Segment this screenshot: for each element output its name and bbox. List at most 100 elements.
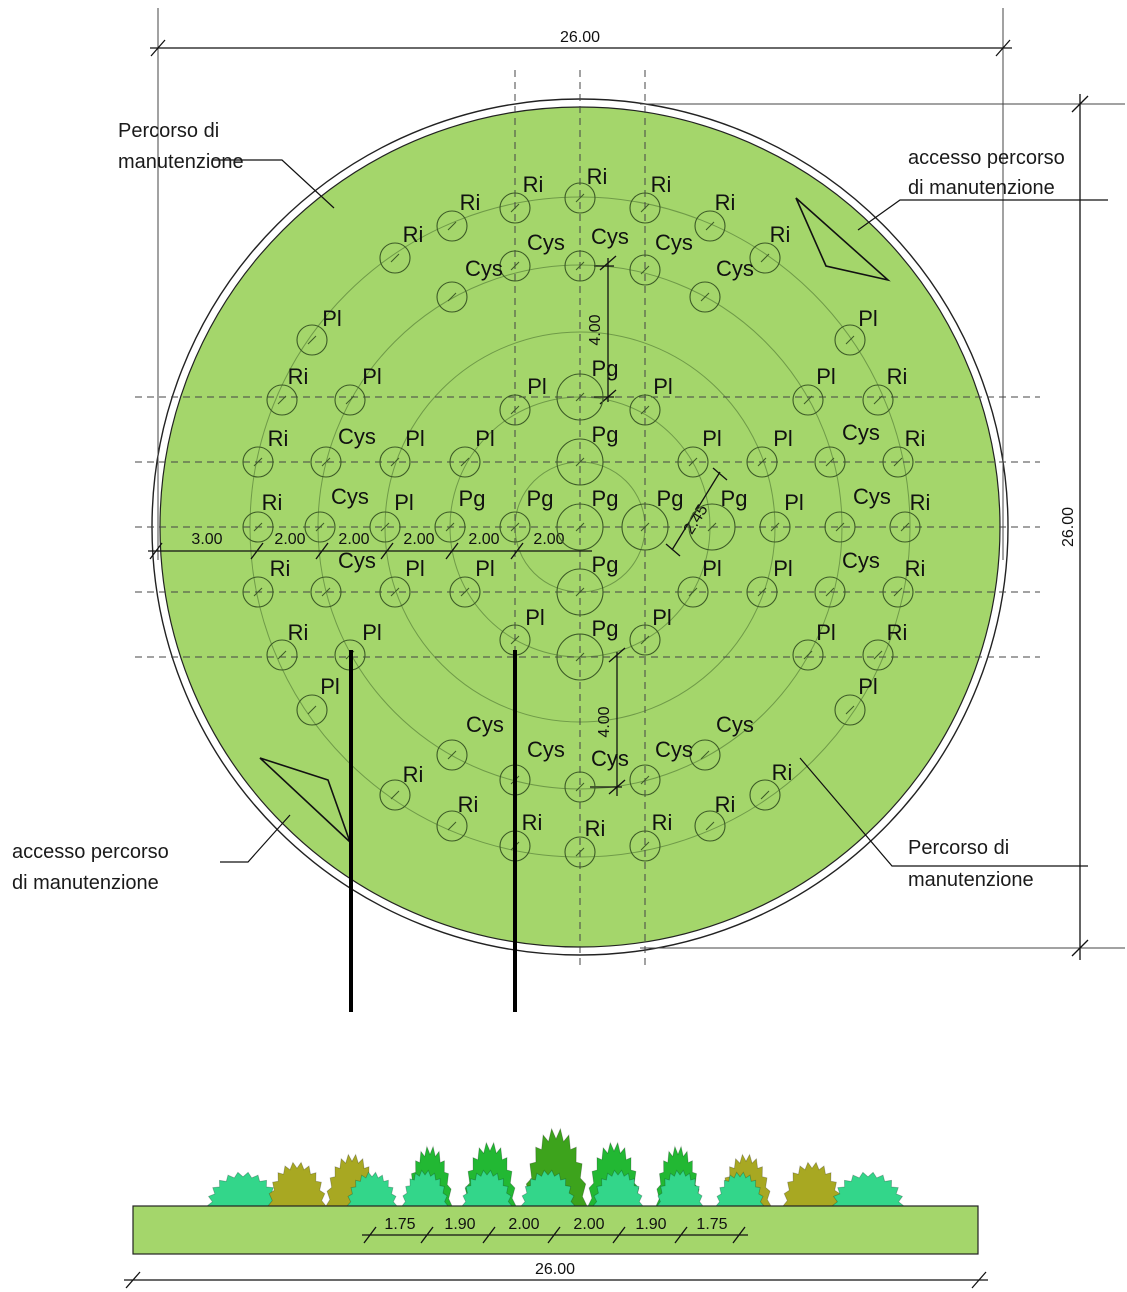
plant-circle-pl	[449, 576, 481, 608]
plant-center-mark	[390, 457, 400, 467]
plant-label-ri: Ri	[587, 164, 608, 189]
plant-circle-pg	[434, 511, 466, 543]
plant-label-pl: Pl	[702, 556, 722, 581]
plant-label-pg: Pg	[592, 616, 619, 641]
plant-label-pg: Pg	[592, 422, 619, 447]
plant-center-mark	[825, 457, 835, 467]
plant-label-cys: Cys	[527, 230, 565, 255]
access-triangle-bottom-left	[259, 757, 351, 843]
plant-label-cys: Cys	[591, 224, 629, 249]
plant-circle-ri	[749, 779, 781, 811]
plant-circle-pg	[556, 438, 604, 486]
shrub-ri	[401, 1169, 449, 1207]
plant-label-cys: Cys	[842, 548, 880, 573]
hdim-2-00-a: 2.00	[274, 531, 305, 548]
plant-label-pl: Pl	[475, 556, 495, 581]
plant-circle-pl	[629, 394, 661, 426]
section-dim-4: 2.00	[573, 1216, 604, 1233]
hdim-2-00-e: 2.00	[533, 531, 564, 548]
plant-center-mark	[893, 587, 903, 597]
access-triangle-top-right	[795, 197, 891, 282]
plant-circle-pl	[334, 384, 366, 416]
plant-center-mark	[447, 750, 457, 760]
plant-circle-cys	[564, 771, 596, 803]
plant-label-pl: Pl	[784, 490, 804, 515]
plant-circle-ri	[436, 810, 468, 842]
plant-label-pl: Pl	[525, 605, 545, 630]
plant-center-mark	[640, 203, 650, 213]
plant-label-ri: Ri	[652, 810, 673, 835]
plant-center-mark	[640, 775, 650, 785]
access-path-tr-line1: accesso percorso	[908, 147, 1065, 169]
plant-center-mark	[321, 457, 331, 467]
shrub-ri	[346, 1171, 398, 1207]
plant-label-cys: Cys	[466, 712, 504, 737]
plant-label-pl: Pl	[773, 426, 793, 451]
section-cut-lines	[349, 650, 517, 1012]
plant-circle-pl	[834, 694, 866, 726]
plant-label-ri: Ri	[458, 792, 479, 817]
extension-lines	[157, 8, 1125, 949]
plant-label-cys: Cys	[465, 256, 503, 281]
plant-label-cys: Cys	[853, 484, 891, 509]
plant-circle-pg	[621, 503, 669, 551]
plant-label-pl: Pl	[394, 490, 414, 515]
plant-circle-cys	[629, 764, 661, 796]
plant-circle-ri	[862, 639, 894, 671]
plant-label-ri: Ri	[268, 426, 289, 451]
plant-center-mark	[575, 457, 585, 467]
plant-circle-pg	[499, 511, 531, 543]
plant-center-mark	[390, 790, 400, 800]
plant-label-pl: Pl	[858, 306, 878, 331]
vdim-bottom-4-00: 4.00	[596, 706, 613, 737]
section-dim-1: 1.75	[384, 1216, 415, 1233]
plant-label-pg: Pg	[592, 486, 619, 511]
plant-label-ri: Ri	[887, 620, 908, 645]
plant-center-mark	[770, 522, 780, 532]
plant-circle-pl	[746, 576, 778, 608]
plant-center-mark	[700, 292, 710, 302]
plant-circle-pg	[556, 633, 604, 681]
plant-circle-ri	[242, 576, 274, 608]
plant-label-ri: Ri	[651, 172, 672, 197]
plant-label-cys: Cys	[338, 548, 376, 573]
plant-label-ri: Ri	[905, 426, 926, 451]
plant-center-mark	[575, 847, 585, 857]
plant-center-mark	[705, 821, 715, 831]
plant-circle-ri	[379, 779, 411, 811]
plant-circle-cys	[436, 739, 468, 771]
plant-circle-pl	[629, 624, 661, 656]
plant-label-cys: Cys	[338, 424, 376, 449]
plant-circle-ri	[694, 810, 726, 842]
plant-label-ri: Ri	[772, 760, 793, 785]
plant-center-mark	[447, 221, 457, 231]
shrub-ri	[461, 1169, 513, 1207]
plant-circle-ri	[499, 192, 531, 224]
plant-circle-cys	[304, 511, 336, 543]
section-ground-bed	[132, 1205, 979, 1255]
plant-circle-ri	[564, 182, 596, 214]
section-dim-chain	[362, 1226, 748, 1244]
plant-label-ri: Ri	[770, 222, 791, 247]
section-shrubs	[205, 1127, 906, 1207]
plant-circle-cys	[814, 576, 846, 608]
section-dim-2: 1.90	[444, 1216, 475, 1233]
maint-path-tl-line2: manutenzione	[118, 151, 244, 173]
vdim-top-4-00: 4.00	[587, 314, 604, 345]
horizontal-dim-chain	[148, 542, 592, 560]
maint-path-br-line1: Percorso di	[908, 837, 1009, 859]
hdim-2-00-d: 2.00	[468, 531, 499, 548]
plant-center-mark	[705, 221, 715, 231]
plant-circle-pl	[677, 446, 709, 478]
plant-circle-ri	[266, 639, 298, 671]
plant-label-cys: Cys	[842, 420, 880, 445]
plant-label-pl: Pl	[653, 374, 673, 399]
plant-center-mark	[575, 392, 585, 402]
plant-center-mark	[575, 782, 585, 792]
plant-label-pg: Pg	[721, 486, 748, 511]
plant-circle-ri	[629, 830, 661, 862]
plant-center-mark	[445, 522, 455, 532]
plant-circle-cys	[689, 739, 721, 771]
